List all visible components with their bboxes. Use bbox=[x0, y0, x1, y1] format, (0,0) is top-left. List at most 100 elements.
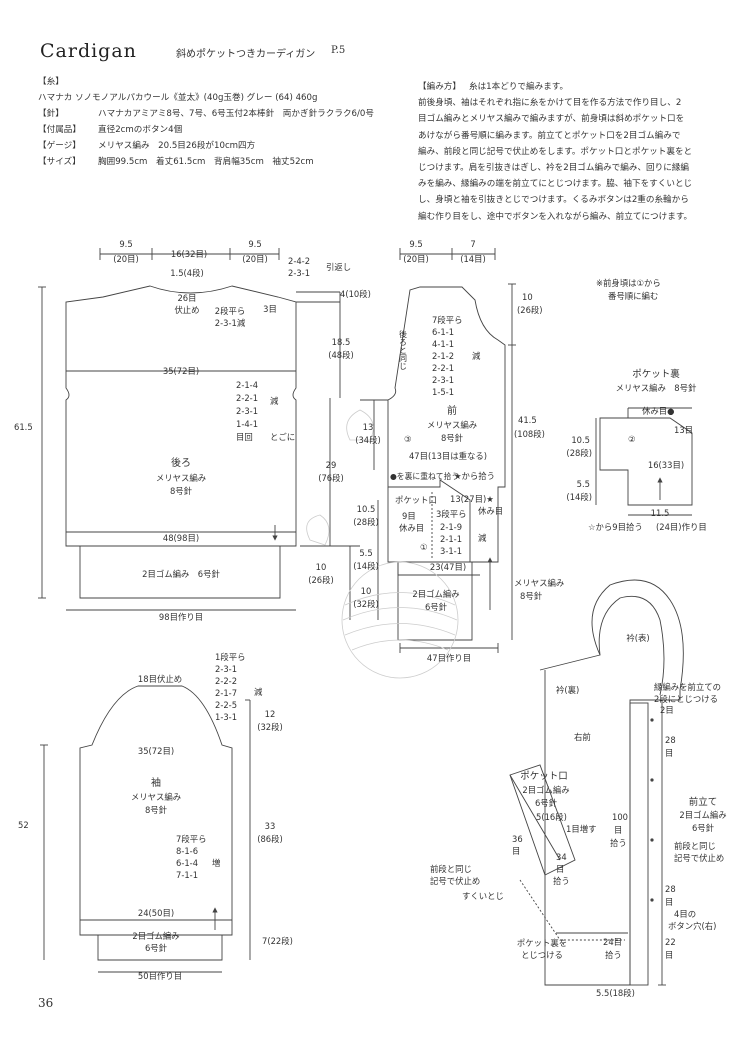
spec-yarn: ハマナカ ソノモノアルパカウール《並太》(40g玉巻) グレー (64) 460… bbox=[38, 93, 318, 103]
dim-label: 5.5(18段) bbox=[596, 988, 635, 998]
dim-label: 10 bbox=[522, 292, 533, 302]
dim-label: 24(50目) bbox=[138, 908, 174, 918]
dim-label: ☆から9目拾う bbox=[588, 522, 643, 532]
dim-label: 8号針 bbox=[520, 591, 543, 601]
dim-label: 2目ゴム編み bbox=[679, 810, 726, 820]
dim-label: 28 bbox=[665, 884, 676, 894]
back-piece-name: 後ろ bbox=[171, 456, 191, 469]
dim-label: 47目作り目 bbox=[427, 653, 471, 663]
dim-label: 18.5 bbox=[332, 337, 351, 347]
dim-label: 36 bbox=[512, 834, 523, 844]
dim-label: 目 bbox=[665, 897, 673, 907]
dim-label: 47目(13目は重なる) bbox=[409, 451, 487, 461]
dim-label: 衿(表) bbox=[626, 633, 649, 643]
dim-label: 記号で伏止め bbox=[430, 876, 480, 886]
dim-label: 61.5 bbox=[14, 422, 33, 432]
dim-label: 3段平ら bbox=[436, 509, 466, 519]
dim-label: (26段) bbox=[517, 305, 543, 315]
dim-label: 2-4-2 bbox=[288, 256, 310, 266]
dim-label: 23(47目) bbox=[430, 562, 466, 572]
dim-label: ポケット裏を bbox=[517, 938, 567, 948]
dim-label: メリヤス編み 8号針 bbox=[616, 383, 697, 393]
page-number: 36 bbox=[38, 996, 54, 1010]
dim-label: 13 bbox=[363, 422, 374, 432]
dim-label: 休み目 bbox=[399, 523, 424, 533]
dim-label: (14段) bbox=[566, 492, 592, 502]
dim-label: 35(72目) bbox=[138, 746, 174, 756]
dim-label: すくいとじ bbox=[462, 891, 504, 901]
sleeve-outline bbox=[79, 685, 233, 961]
dim-label: 伏止め bbox=[174, 305, 199, 315]
dim-label: 1目増す bbox=[566, 824, 596, 834]
dim-label: (76段) bbox=[318, 473, 344, 483]
dim-label: 1段平ら bbox=[215, 652, 245, 662]
dim-label: (20目) bbox=[242, 254, 268, 264]
dim-label: ③ bbox=[404, 434, 412, 444]
dim-label: 9.5 bbox=[119, 239, 132, 249]
dim-label: 8-1-6 bbox=[176, 846, 198, 856]
dim-label: メリヤス編み bbox=[131, 792, 181, 802]
dim-label: 10 bbox=[361, 586, 372, 596]
dim-label: 2段にとじつける bbox=[654, 694, 718, 704]
dim-label: 衿(裏) bbox=[556, 685, 579, 695]
dim-label: 後ろと同じ bbox=[399, 329, 408, 370]
pocket-back-outline bbox=[599, 407, 693, 506]
dim-label: 11.5 bbox=[651, 508, 670, 518]
dim-label: 7 bbox=[470, 239, 475, 249]
dim-label: 4目の bbox=[674, 909, 696, 919]
dim-label: 減 bbox=[270, 396, 279, 406]
dim-label: 34 bbox=[556, 852, 567, 862]
page-reference: P.5 bbox=[331, 45, 346, 56]
dim-label: ★から拾う bbox=[454, 471, 495, 481]
dim-label: 右前 bbox=[574, 732, 591, 742]
dim-label: 33 bbox=[265, 821, 276, 831]
dim-label: (28段) bbox=[566, 448, 592, 458]
dim-label: 目回 bbox=[236, 432, 253, 442]
dim-label: メリヤス編み bbox=[514, 578, 564, 588]
dim-label: 9.5 bbox=[409, 239, 422, 249]
dim-label: 2目ゴム編み bbox=[522, 785, 569, 795]
dim-label: 26目 bbox=[177, 293, 196, 303]
dim-label: 7-1-1 bbox=[176, 870, 198, 880]
dim-label: メリヤス編み bbox=[427, 420, 477, 430]
dim-label: ●を裏に重ねて拾う bbox=[390, 471, 459, 481]
dim-label: 1-3-1 bbox=[215, 712, 237, 722]
dim-label: 98目作り目 bbox=[159, 612, 203, 622]
dim-label: 2段平ら bbox=[215, 306, 245, 316]
back-piece-outline bbox=[65, 285, 297, 599]
dim-label: 22 bbox=[665, 937, 676, 947]
dim-label: 5(16段) bbox=[536, 812, 567, 822]
dim-label: 16(32目) bbox=[171, 249, 207, 259]
dim-label: 2-3-1 bbox=[215, 664, 237, 674]
dim-label: 18目伏止め bbox=[138, 674, 182, 684]
dim-label: 8号針 bbox=[170, 486, 193, 496]
dim-label: (20目) bbox=[403, 254, 429, 264]
dim-label: 35(72目) bbox=[163, 366, 199, 376]
page-title: Cardigan bbox=[40, 40, 137, 62]
dim-label: メリヤス編み bbox=[156, 473, 206, 483]
dim-label: 減 bbox=[254, 687, 263, 697]
dim-label: 2-3-1 bbox=[288, 268, 310, 278]
dim-label: とじつける bbox=[521, 950, 563, 960]
pocket-opening-title: ポケット口 bbox=[520, 771, 568, 782]
dim-label: 41.5 bbox=[518, 415, 537, 425]
spec-size: 【サイズ】胸囲99.5cm 着丈61.5cm 背肩幅35cm 袖丈52cm bbox=[38, 157, 314, 167]
dim-label: 2目ゴム編み bbox=[132, 931, 179, 941]
dim-label: 100 bbox=[612, 812, 628, 822]
dim-label: 2-1-4 bbox=[236, 380, 258, 390]
dim-label: 16(33目) bbox=[648, 460, 684, 470]
dim-label: (48段) bbox=[328, 350, 354, 360]
dim-label: 2-2-5 bbox=[215, 700, 237, 710]
dim-label: 10.5 bbox=[357, 504, 376, 514]
dim-label: 2-1-1 bbox=[440, 534, 462, 544]
dim-label: 番号順に編む bbox=[608, 291, 658, 301]
spec-yarn-label: 【糸】 bbox=[38, 77, 64, 87]
dim-label: 2目ゴム編み bbox=[412, 589, 459, 599]
dim-label: 5.5 bbox=[359, 548, 372, 558]
dim-label: 2-1-9 bbox=[440, 522, 462, 532]
dim-label: 13目 bbox=[674, 425, 693, 435]
dim-label: 48(98目) bbox=[163, 533, 199, 543]
dim-label: 1-4-1 bbox=[236, 419, 258, 429]
dim-label: 13(27目)★ bbox=[450, 494, 494, 504]
dim-label: 6-1-1 bbox=[432, 327, 454, 337]
